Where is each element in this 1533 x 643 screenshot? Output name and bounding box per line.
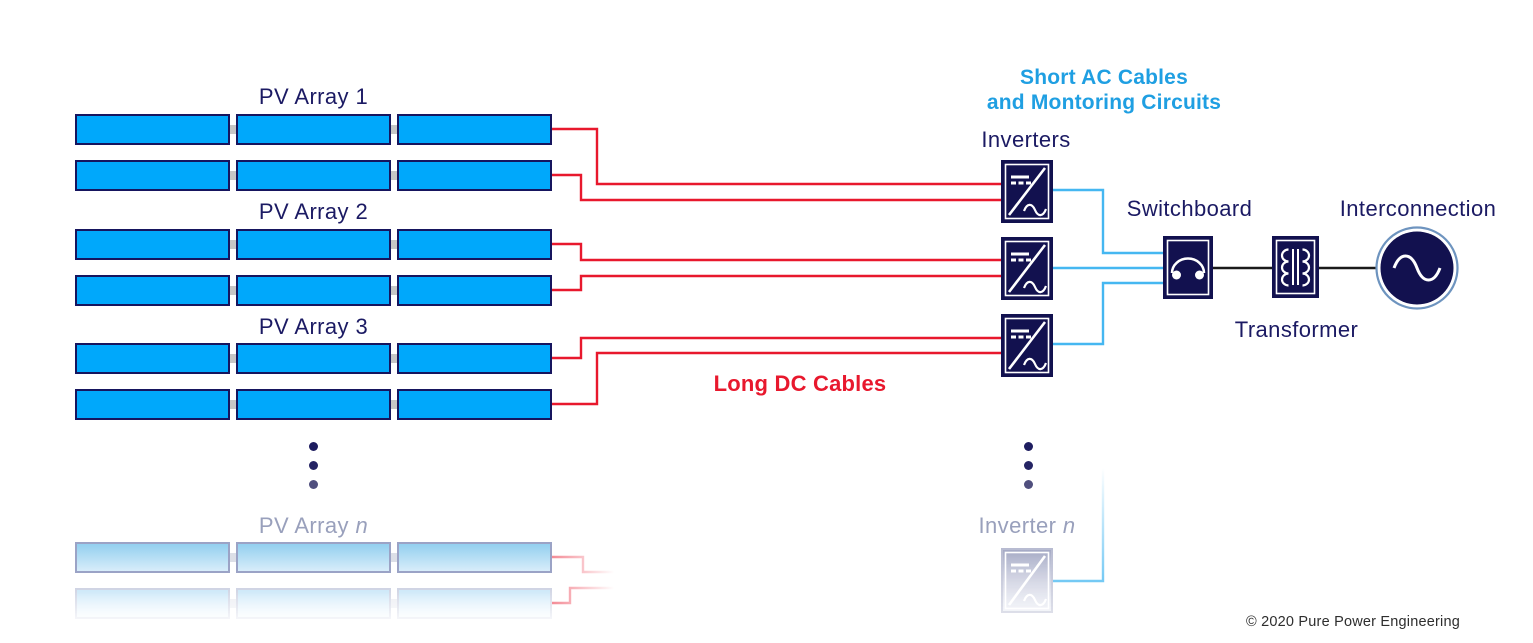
- pv-array-1-label: PV Array 1: [258, 84, 369, 109]
- pv-module: [75, 160, 230, 191]
- panel-connector: [227, 125, 239, 134]
- pv-array-n-variable: n: [355, 513, 369, 538]
- pv-module: [236, 114, 391, 145]
- pv-module: [397, 389, 552, 420]
- ac-cables-heading: Short AC Cables and Montoring Circuits: [954, 65, 1254, 115]
- panel-connector: [227, 553, 239, 562]
- ellipsis-dot: [309, 461, 318, 470]
- pv-module: [236, 160, 391, 191]
- inverter-1-icon: [1001, 160, 1053, 223]
- pv-module: [75, 229, 230, 260]
- panel-connector: [388, 354, 400, 363]
- pv-array-n-label: PV Array n: [75, 513, 552, 539]
- pv-array-3-string-2: [75, 389, 552, 420]
- ellipsis-dot: [1024, 480, 1033, 489]
- ellipsis-dot: [309, 480, 318, 489]
- interconnection-label: Interconnection: [1339, 196, 1497, 221]
- pv-module-faded: [397, 542, 552, 573]
- panel-connector: [227, 354, 239, 363]
- panel-connector: [388, 171, 400, 180]
- pv-array-1-string-1: [75, 114, 552, 145]
- pv-array-2-string-2: [75, 275, 552, 306]
- ac-cables-heading-line2: and Montoring Circuits: [986, 91, 1222, 114]
- pv-array-n-label-text: PV Array: [258, 513, 356, 538]
- panel-connector: [227, 286, 239, 295]
- panel-connector: [388, 553, 400, 562]
- panel-connector: [227, 599, 239, 608]
- dc-cables-heading: Long DC Cables: [713, 371, 887, 396]
- pv-module-faded: [236, 542, 391, 573]
- pv-module-faded: [236, 588, 391, 619]
- inverter-n-variable: n: [1062, 513, 1076, 538]
- pv-array-2-label: PV Array 2: [258, 199, 369, 224]
- panel-connector: [227, 240, 239, 249]
- pv-array-3-label: PV Array 3: [258, 314, 369, 339]
- dc-cable-arrayn-string2-faded: [552, 586, 614, 605]
- inverter-n-icon-faded: [1001, 548, 1053, 613]
- inverter-n-label-text: Inverter: [978, 513, 1063, 538]
- pv-module: [397, 160, 552, 191]
- inverter-3-icon: [1001, 314, 1053, 377]
- inverters-label: Inverters: [981, 127, 1071, 152]
- panel-connector: [388, 286, 400, 295]
- transformer-label: Transformer: [1234, 317, 1359, 342]
- transformer-icon: [1272, 236, 1319, 298]
- interconnection-icon: [1375, 226, 1459, 310]
- dc-cable-array1-string1: [552, 127, 1001, 186]
- pv-array-1-string-2: [75, 160, 552, 191]
- pv-module: [236, 343, 391, 374]
- pv-array-2-string-1: [75, 229, 552, 260]
- pv-module: [75, 114, 230, 145]
- pv-array-n-string-1-faded: [75, 542, 552, 573]
- dc-cable-array2-string1: [552, 242, 1001, 262]
- panel-connector: [227, 400, 239, 409]
- dc-cable-array3-string1: [552, 336, 1001, 360]
- ellipsis-dot: [309, 442, 318, 451]
- switchboard-icon: [1163, 236, 1213, 299]
- ac-cables-heading-line1: Short AC Cables: [1020, 66, 1188, 89]
- ac-cable-inverter3: [1053, 281, 1163, 346]
- pv-module-faded: [397, 588, 552, 619]
- pv-module: [236, 229, 391, 260]
- dc-cable-array1-string2: [552, 173, 1001, 202]
- pv-array-n-string-2-faded: [75, 588, 552, 619]
- pv-module: [397, 114, 552, 145]
- pv-module-faded: [75, 588, 230, 619]
- pv-module: [236, 389, 391, 420]
- pv-module: [236, 275, 391, 306]
- pv-module-faded: [75, 542, 230, 573]
- pv-module: [75, 389, 230, 420]
- panel-connector: [227, 171, 239, 180]
- panel-connector: [388, 599, 400, 608]
- ellipsis-dot: [1024, 461, 1033, 470]
- dc-cable-array2-string2: [552, 274, 1001, 292]
- panel-connector: [388, 125, 400, 134]
- dc-cable-arrayn-string1-faded: [552, 555, 614, 574]
- pv-array-3-string-1: [75, 343, 552, 374]
- pv-module: [397, 275, 552, 306]
- pv-module: [397, 343, 552, 374]
- pv-module: [75, 275, 230, 306]
- pv-module: [75, 343, 230, 374]
- panel-connector: [388, 400, 400, 409]
- panel-connector: [388, 240, 400, 249]
- copyright-text: © 2020 Pure Power Engineering: [1246, 614, 1460, 630]
- inverter-n-label: Inverter n: [947, 513, 1107, 539]
- inverter-2-icon: [1001, 237, 1053, 300]
- pv-module: [397, 229, 552, 260]
- ellipsis-dot: [1024, 442, 1033, 451]
- switchboard-label: Switchboard: [1126, 196, 1253, 221]
